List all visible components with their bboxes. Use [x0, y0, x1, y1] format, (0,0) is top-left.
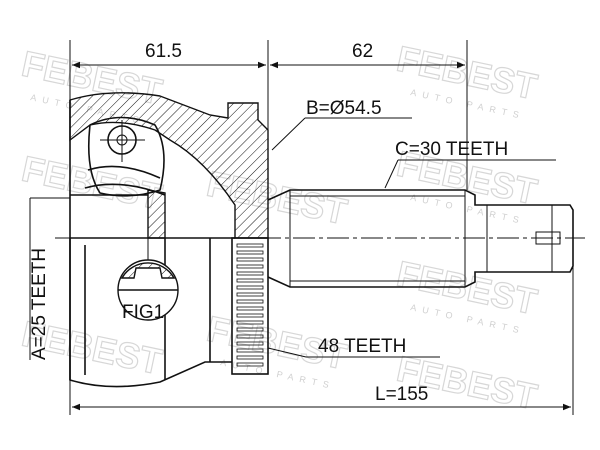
- callouts: B=Ø54.5 C=30 TEETH 48 TEETH: [267, 98, 556, 358]
- abs-tooth: [236, 250, 264, 255]
- watermark-brand: FEBEST: [18, 148, 165, 218]
- dimension-outer-length: 61.5: [145, 41, 182, 62]
- abs-tooth: [236, 306, 264, 311]
- abs-tooth: [236, 362, 264, 367]
- abs-ring: [231, 237, 269, 375]
- dimension-top: 61.5 62: [69, 40, 468, 190]
- label-inner-teeth: A=25 TEETH: [29, 248, 50, 360]
- dimension-inner-length: 62: [352, 41, 373, 62]
- abs-tooth: [236, 341, 264, 346]
- abs-tooth: [236, 278, 264, 283]
- abs-tooth: [236, 334, 264, 339]
- abs-tooth: [236, 355, 264, 360]
- abs-tooth: [236, 257, 264, 262]
- abs-tooth: [236, 285, 264, 290]
- label-spline-teeth: C=30 TEETH: [395, 139, 508, 160]
- abs-tooth: [236, 264, 264, 269]
- abs-tooth: [236, 313, 264, 318]
- label-figure: FIG1: [122, 302, 164, 323]
- outer-housing: [55, 92, 585, 388]
- dimension-left: A=25 TEETH: [29, 197, 70, 360]
- spline-shaft: [267, 189, 574, 288]
- label-abs-diameter: B=Ø54.5: [306, 98, 382, 119]
- abs-tooth: [236, 243, 264, 248]
- abs-tooth: [236, 320, 264, 325]
- label-abs-teeth: 48 TEETH: [318, 336, 406, 357]
- abs-tooth: [236, 327, 264, 332]
- dimension-bottom: L=155: [69, 260, 574, 415]
- abs-tooth: [236, 271, 264, 276]
- abs-tooth: [236, 292, 264, 297]
- dimension-total-length: L=155: [375, 384, 428, 405]
- abs-tooth: [236, 299, 264, 304]
- figure-detail: FIG1: [117, 195, 179, 323]
- abs-tooth: [236, 348, 264, 353]
